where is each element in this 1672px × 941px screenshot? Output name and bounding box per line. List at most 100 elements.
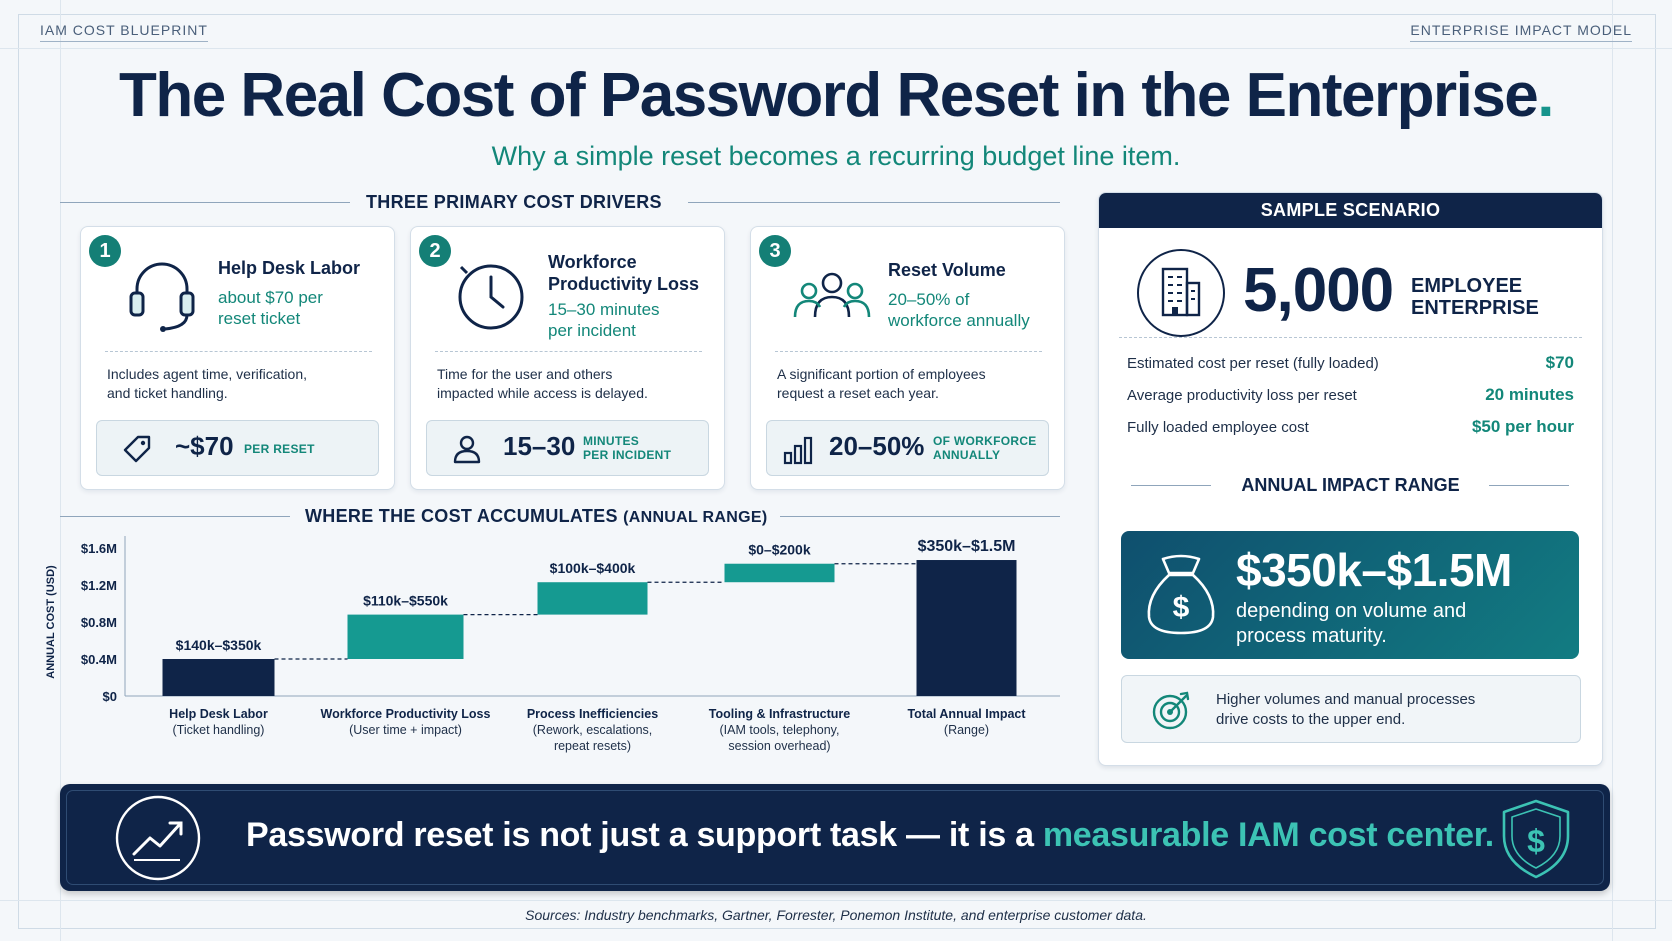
card-metric-value: ~$70 (175, 431, 234, 461)
card-description: A significant portion of employees reques… (777, 365, 1046, 403)
card-description-line: A significant portion of employees (777, 366, 986, 382)
banner-text-main: Password reset is not just a support tas… (246, 816, 1043, 854)
category-label: Process Inefficiencies (527, 707, 658, 721)
blueprint-grid-line (60, 0, 61, 941)
chart-heading: WHERE THE COST ACCUMULATES (ANNUAL RANGE… (305, 506, 767, 527)
clock-icon (458, 264, 524, 330)
category-detail-label: repeat resets) (554, 739, 631, 753)
svg-text:$: $ (1527, 823, 1545, 859)
card-description-line: impacted while access is delayed. (437, 385, 648, 401)
card-title: Productivity Loss (548, 274, 700, 294)
employee-count-label-line: ENTERPRISE (1411, 297, 1539, 319)
y-tick-label: $1.6M (81, 541, 117, 556)
category-label: Tooling & Infrastructure (709, 707, 850, 721)
section-rule (1489, 485, 1569, 486)
bottom-banner: Password reset is not just a support tas… (60, 784, 1610, 891)
card-title: Reset Volume (888, 260, 1006, 280)
bar-value-label: $350k–$1.5M (918, 538, 1016, 555)
category-label: Total Annual Impact (907, 707, 1026, 721)
card-subtitle: about $70 per (218, 288, 323, 307)
page-title: The Real Cost of Password Reset in the E… (0, 60, 1672, 131)
page-title-text: The Real Cost of Password Reset in the E… (118, 61, 1539, 130)
building-icon (1161, 267, 1201, 317)
card-description: Time for the user and others impacted whi… (437, 365, 706, 403)
card-subtitle: 20–50% of (888, 290, 970, 309)
scenario-divider (1119, 337, 1582, 338)
employee-count-label-line: EMPLOYEE (1411, 275, 1523, 297)
y-tick-label: $0.8M (81, 615, 117, 630)
money-bag-icon: $ (1147, 554, 1215, 635)
driver-card-help-desk: 1 Help Desk Labor about $70 per reset ti… (80, 226, 395, 490)
card-description-line: Includes agent time, verification, (107, 366, 307, 382)
y-tick-label: $0.4M (81, 652, 117, 667)
card-description-line: request a reset each year. (777, 385, 939, 401)
category-label: Help Desk Labor (169, 707, 268, 721)
card-metric-unit-line: OF WORKFORCE (933, 434, 1037, 448)
category-label: Workforce Productivity Loss (321, 707, 491, 721)
y-axis-label: ANNUAL COST (USD) (45, 565, 57, 679)
scenario-row: Average productivity loss per reset 20 mi… (1127, 385, 1574, 404)
card-metric-value: 15–30 (503, 431, 576, 461)
section-rule (688, 202, 1060, 203)
y-tick-label: $0 (103, 689, 117, 704)
category-detail-label: session overhead) (728, 739, 830, 753)
chart-heading-suffix: (ANNUAL RANGE) (623, 509, 768, 526)
chart-bar (537, 582, 648, 615)
driver-card-reset-volume: 3 Reset Volume 20–50% of workforce annua… (750, 226, 1065, 490)
category-detail-label: (IAM tools, telephony, (720, 723, 840, 737)
blueprint-grid-line (0, 900, 1672, 901)
section-rule (780, 516, 1060, 517)
card-metric-value: 20–50% (829, 431, 925, 461)
chart-bar (724, 563, 835, 583)
user-icon (453, 435, 481, 464)
chart-bar (916, 560, 1017, 696)
tag-left: IAM COST BLUEPRINT (40, 22, 208, 42)
category-detail-label: (User time + impact) (349, 723, 462, 737)
banner-text: Password reset is not just a support tas… (246, 816, 1494, 855)
scenario-row: Fully loaded employee cost $50 per hour (1127, 417, 1574, 436)
sources-footnote: Sources: Industry benchmarks, Gartner, F… (525, 907, 1147, 923)
impact-amount: $350k–$1.5M (1236, 544, 1512, 596)
people-group-icon (793, 272, 871, 318)
blueprint-grid-line (1612, 0, 1613, 941)
banner-text-highlight: measurable IAM cost center. (1042, 816, 1494, 854)
scenario-header: SAMPLE SCENARIO (1099, 193, 1602, 228)
card-divider (775, 351, 1042, 352)
scenario-row-label: Average productivity loss per reset (1127, 387, 1357, 404)
scenario-row: Estimated cost per reset (fully loaded)$… (1127, 353, 1574, 372)
building-icon-circle (1137, 249, 1225, 337)
employee-count: 5,000 (1243, 256, 1394, 325)
card-metric-unit-line: MINUTES (583, 434, 640, 448)
chart-bar (162, 659, 275, 696)
impact-text-line: process maturity. (1236, 625, 1387, 647)
chart-bar (347, 614, 464, 659)
trend-up-icon (115, 795, 201, 881)
svg-text:$: $ (1173, 591, 1190, 624)
card-subtitle: per incident (548, 321, 636, 340)
section-rule (60, 516, 290, 517)
headset-icon (129, 262, 195, 332)
card-metric-pill: ~$70 PER RESET (96, 420, 379, 476)
scenario-note-line: Higher volumes and manual processes (1216, 691, 1476, 708)
section-rule (1131, 485, 1211, 486)
scenario-row-value: $50 per hour (1471, 417, 1574, 436)
card-number-badge: 1 (89, 235, 121, 267)
scenario-row-value: 20 minutes (1485, 385, 1574, 404)
category-detail-label: (Ticket handling) (173, 723, 265, 737)
card-metric-unit-line: PER INCIDENT (583, 448, 672, 462)
scenario-row-label: Estimated cost per reset (fully loaded) (1127, 355, 1379, 372)
bar-value-label: $0–$200k (748, 542, 811, 558)
section-rule (60, 202, 350, 203)
scenario-row-label: Fully loaded employee cost (1127, 419, 1309, 436)
card-description-line: Time for the user and others (437, 366, 613, 382)
price-tag-icon (123, 435, 151, 463)
banner-inner-border (66, 790, 1604, 885)
driver-card-productivity: 2 Workforce Productivity Loss 15–30 minu… (410, 226, 725, 490)
card-divider (105, 351, 372, 352)
